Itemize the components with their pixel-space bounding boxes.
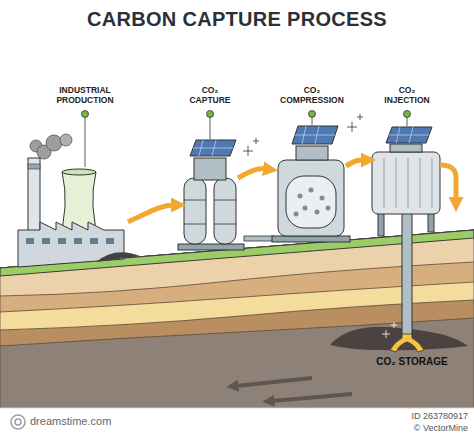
factory-part <box>58 238 66 244</box>
factory-part <box>26 238 34 244</box>
injection-unit-part <box>402 212 412 336</box>
flow-arrows-underground <box>236 378 352 401</box>
injection-unit-part <box>386 127 432 143</box>
injection-unit-part <box>390 334 424 352</box>
factory-part <box>62 169 96 175</box>
compression-unit-part <box>292 126 338 144</box>
capture-unit-part <box>190 140 236 156</box>
compression-unit-part <box>303 206 308 211</box>
leader-lines <box>82 111 411 168</box>
compression-unit-part <box>309 188 314 193</box>
stage-label: CO₂ COMPRESSION <box>277 86 347 106</box>
watermark-bar-part <box>15 419 21 425</box>
capture-unit-part <box>184 200 206 201</box>
compression-unit-part <box>294 212 299 217</box>
gas-flow-arrows-part <box>128 205 174 222</box>
factory-part <box>106 238 114 244</box>
injection-unit <box>372 127 440 352</box>
factory-part <box>74 238 82 244</box>
watermark-bar-part <box>11 415 25 429</box>
capture-unit-part <box>184 224 206 225</box>
capture-unit-part <box>244 236 274 241</box>
gas-flow-arrows-part <box>346 160 364 166</box>
compression-unit-part <box>296 146 328 160</box>
compression-unit-part <box>286 176 336 228</box>
sparkles <box>243 114 397 338</box>
capture-unit-part <box>194 158 226 180</box>
stage-label: INDUSTRIAL PRODUCTION <box>45 86 125 106</box>
factory-part <box>42 238 50 244</box>
factory-part <box>60 134 72 146</box>
injection-unit-part <box>384 158 385 208</box>
capture-unit-part <box>193 148 233 149</box>
factory-part <box>46 135 62 151</box>
sparkles-part <box>357 114 363 120</box>
sparkles-part <box>382 330 390 338</box>
injection-unit-part <box>389 135 429 136</box>
injection-unit-part <box>420 158 421 208</box>
sparkles-part <box>243 146 253 156</box>
factory-part <box>90 238 98 244</box>
capture-unit-part <box>214 200 236 201</box>
injection-unit-part <box>396 158 397 208</box>
factory <box>18 134 140 267</box>
capture-unit <box>178 140 274 250</box>
sparkles-part <box>347 122 357 132</box>
watermark-bar <box>0 408 474 436</box>
capture-unit-part <box>214 224 236 225</box>
leader-lines-part <box>207 111 214 118</box>
sparkles-part <box>391 322 397 328</box>
injection-unit-part <box>372 152 440 214</box>
compression-unit-part <box>272 236 350 242</box>
factory-part <box>96 252 140 262</box>
stage-label: CO₂ INJECTION <box>379 86 435 106</box>
watermark-bar-part <box>0 408 474 409</box>
watermark-bar-part <box>0 408 474 436</box>
leader-lines-part <box>309 111 316 118</box>
compression-unit-part <box>295 135 335 136</box>
capture-unit-part <box>184 178 206 244</box>
compression-unit <box>272 126 350 242</box>
injection-unit-part <box>378 212 384 236</box>
gas-flow-arrows-part <box>440 165 456 200</box>
compression-unit-part <box>320 196 325 201</box>
compression-unit-part <box>298 194 303 199</box>
leader-lines-part <box>404 111 411 118</box>
compression-unit-part <box>315 210 320 215</box>
flow-arrows-underground-part <box>236 378 312 386</box>
factory-part <box>28 164 40 169</box>
compression-unit-part <box>278 160 344 236</box>
diagram-title: CARBON CAPTURE PROCESS <box>0 8 474 31</box>
stage-label: CO₂ CAPTURE <box>185 86 235 106</box>
sparkles-part <box>253 138 259 144</box>
leader-lines-part <box>85 114 86 167</box>
gas-flow-arrows <box>128 160 456 222</box>
gas-flow-arrows-part <box>238 169 266 178</box>
capture-unit-part <box>214 178 236 244</box>
compression-unit-part <box>326 206 331 211</box>
flow-arrows-underground-part <box>272 394 352 401</box>
leader-lines-part <box>82 111 89 118</box>
storage-label: CO₂ STORAGE <box>362 356 462 368</box>
capture-unit-part <box>178 244 244 250</box>
injection-unit-part <box>390 144 422 152</box>
watermark: ID 263780917 <box>344 411 468 421</box>
watermark: dreamstime.com <box>30 415 180 428</box>
injection-unit-part <box>432 158 433 208</box>
watermark: © VectorMine <box>344 423 468 433</box>
injection-unit-part <box>408 158 409 208</box>
